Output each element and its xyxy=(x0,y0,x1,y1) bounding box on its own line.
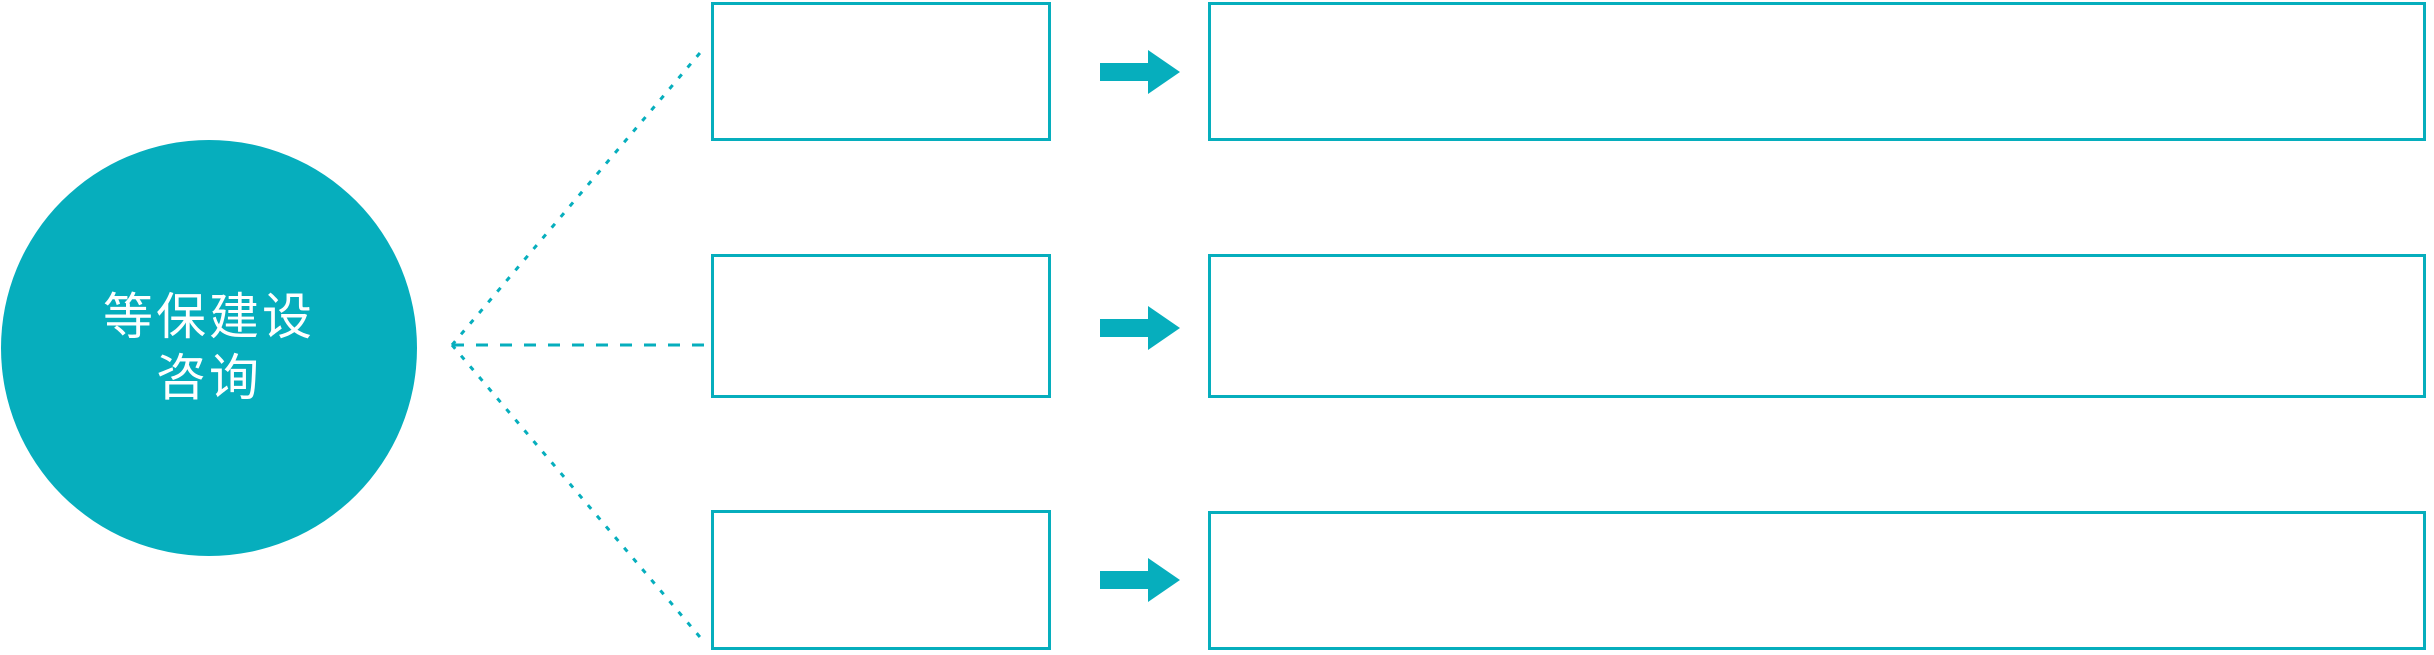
hub-label-line-2: 咨询 xyxy=(156,350,262,406)
hub-label-line-1: 等保建设 xyxy=(103,289,315,345)
stage-box-3[interactable] xyxy=(711,510,1051,650)
stage-box-2[interactable] xyxy=(711,254,1051,398)
right-arrow-icon-2 xyxy=(1100,306,1180,350)
stage-box-1[interactable] xyxy=(711,2,1051,141)
hub-circle[interactable]: 等保建设 咨询 xyxy=(1,140,417,556)
detail-box-2[interactable] xyxy=(1208,254,2426,398)
right-arrow-icon-1 xyxy=(1100,50,1180,94)
right-arrow-icon-3 xyxy=(1100,558,1180,602)
detail-box-3[interactable] xyxy=(1208,511,2426,650)
detail-box-1[interactable] xyxy=(1208,2,2426,141)
